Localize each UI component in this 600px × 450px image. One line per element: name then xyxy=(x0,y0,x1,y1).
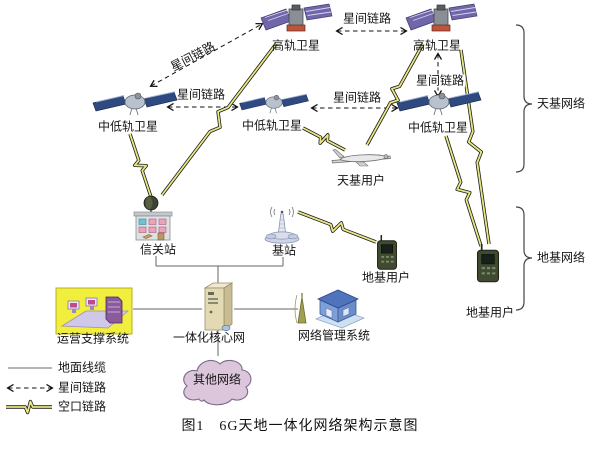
ground-user-left-phone-icon xyxy=(376,234,398,271)
legend-air-link-sample xyxy=(6,399,52,415)
isl-label-leo-left: 星间链路 xyxy=(176,87,226,102)
isl-label-geo: 星间链路 xyxy=(342,11,392,26)
core-network-icon xyxy=(203,282,234,331)
nms-label: 网络管理系统 xyxy=(297,328,371,343)
figure-caption: 图1 6G天地一体化网络架构示意图 xyxy=(181,419,419,434)
isl-leoL-geoL xyxy=(151,24,262,86)
ground-network-group-label: 地基网络 xyxy=(537,250,586,265)
isl-label-leo-right: 星间链路 xyxy=(332,90,382,105)
leo-satellite-mid-icon xyxy=(239,93,309,114)
geo-satellite-left-label: 高轨卫星 xyxy=(271,38,321,53)
oss-icon xyxy=(55,287,133,335)
isl-label-vertical: 星间链路 xyxy=(414,73,466,88)
legend-air-interface-link-label: 空口链路 xyxy=(58,399,107,414)
base-station-icon xyxy=(264,206,300,244)
leo-satellite-left-icon xyxy=(92,91,178,116)
other-networks-cloud-icon xyxy=(183,359,252,406)
ground-user-left-label: 地基用户 xyxy=(361,270,411,285)
legend-ground-cable-label: 地面线缆 xyxy=(58,360,107,375)
air-link-leoM-spaceuser xyxy=(302,126,346,152)
ground-user-right-label: 地基用户 xyxy=(465,305,515,320)
air-link-leoR-grounduserR xyxy=(444,135,483,247)
leo-satellite-right-label: 中低轨卫星 xyxy=(407,120,469,135)
core-network-label: 一体化核心网 xyxy=(172,330,246,345)
geo-satellite-right-label: 高轨卫星 xyxy=(412,38,462,53)
legend-inter-satellite-link-label: 星间链路 xyxy=(58,380,107,395)
gateway-station-icon xyxy=(133,195,173,241)
air-link-geoR-grounduserR xyxy=(459,49,491,245)
space-network-brace xyxy=(515,24,533,173)
geo-satellite-left-icon xyxy=(260,3,333,32)
nms-icon xyxy=(294,289,366,329)
cable-gateway-base-to-core xyxy=(155,256,284,287)
space-user-label: 天基用户 xyxy=(336,173,386,188)
leo-satellite-mid-label: 中低轨卫星 xyxy=(241,118,303,133)
space-network-group-label: 天基网络 xyxy=(537,96,586,111)
base-station-label: 基站 xyxy=(271,243,297,258)
air-link-geoR-spaceuser xyxy=(365,43,425,146)
air-link-geoL-gateway xyxy=(160,42,278,197)
air-link-leoL-gateway xyxy=(128,133,153,198)
air-link-base-grounduserL xyxy=(297,210,377,244)
ground-user-right-phone-icon xyxy=(476,243,500,283)
ground-network-brace xyxy=(515,206,533,311)
gateway-station-label: 信关站 xyxy=(139,242,177,257)
drone-icon xyxy=(331,149,391,167)
other-networks-label: 其他网络 xyxy=(192,372,242,387)
leo-satellite-left-label: 中低轨卫星 xyxy=(97,119,159,134)
geo-satellite-right-icon xyxy=(405,3,478,32)
oss-label: 运营支撑系统 xyxy=(56,331,130,346)
